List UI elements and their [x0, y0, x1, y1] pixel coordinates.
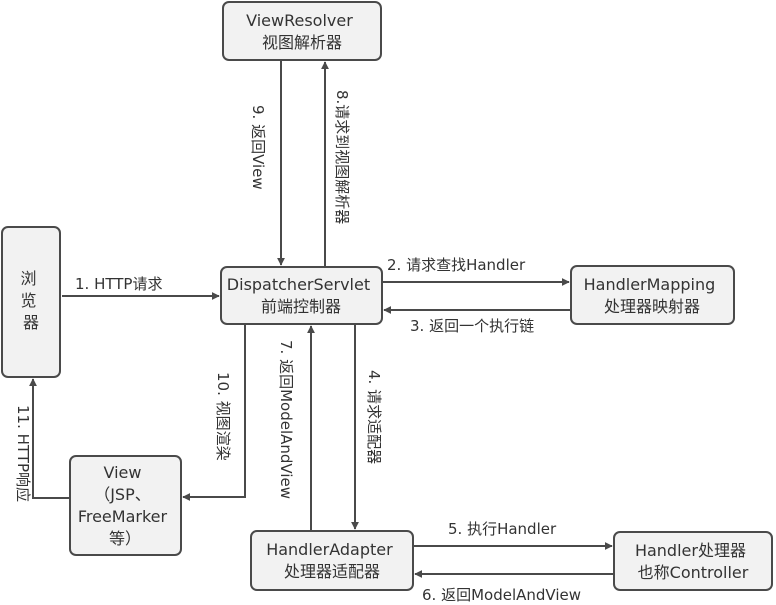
edge-3-label: 3. 返回一个执行链	[410, 317, 534, 335]
svg-text:DispatcherServlet 前端控制器: DispatcherServlet 前端控制器	[227, 275, 375, 316]
edge-9-label: 9. 返回View	[249, 105, 267, 190]
node-handler-adapter-line-1: HandlerAdapter	[266, 540, 393, 559]
node-browser-line-1: 浏	[20, 269, 36, 288]
edge-4-label: 4. 请求适配器	[365, 370, 383, 464]
node-handler: Handler处理器 也称Controller	[613, 531, 773, 591]
node-browser-line-3: 器	[23, 313, 39, 332]
node-browser-line-2: 览	[20, 291, 36, 310]
node-handler-line-2: 也称Controller	[638, 563, 749, 582]
node-dispatcher-servlet: DispatcherServlet 前端控制器	[220, 266, 383, 325]
svg-text:Handler处理器 也称Controller: Handler处理器 也称Controller	[635, 541, 751, 582]
node-handler-line-1: Handler处理器	[635, 541, 746, 560]
edge-5-label: 5. 执行Handler	[448, 520, 557, 538]
node-view-resolver-line-1: ViewResolver	[246, 11, 353, 30]
node-view-line-3: FreeMarker	[78, 507, 168, 526]
node-browser: 浏 览 器	[1, 226, 61, 378]
edge-11-line	[29, 378, 70, 499]
edge-10-line	[182, 324, 246, 501]
edge-7-label: 7. 返回ModelAndView	[277, 340, 295, 499]
edge-8-label: 8.请求到视图解析器	[333, 90, 351, 224]
node-dispatcher-line-2: 前端控制器	[261, 297, 341, 316]
svg-text:浏 览 器: 浏 览 器	[20, 269, 41, 332]
node-view-line-4: 等）	[109, 529, 141, 548]
node-handler-adapter: HandlerAdapter 处理器适配器	[250, 530, 414, 591]
node-handler-mapping: HandlerMapping 处理器映射器	[570, 265, 735, 325]
edge-6-label: 6. 返回ModelAndView	[422, 586, 581, 604]
edge-10-label: 10. 视图渲染	[214, 372, 232, 461]
svg-text:ViewResolver 视图解析器: ViewResolver 视图解析器	[246, 11, 358, 52]
node-view-resolver: ViewResolver 视图解析器	[222, 1, 382, 61]
edge-2-label: 2. 请求查找Handler	[387, 256, 526, 274]
svg-text:HandlerMapping 处理器映射器: HandlerMapping 处理器映射器	[584, 275, 721, 316]
node-view: View （JSP、 FreeMarker 等）	[69, 455, 182, 556]
node-view-line-1: View	[103, 463, 141, 482]
node-handler-mapping-line-2: 处理器映射器	[604, 297, 700, 316]
node-view-resolver-line-2: 视图解析器	[262, 33, 342, 52]
edge-11-label: 11. HTTP响应	[14, 405, 32, 502]
node-view-line-2: （JSP、	[94, 485, 151, 504]
edge-1-label: 1. HTTP请求	[75, 275, 162, 293]
node-handler-mapping-line-1: HandlerMapping	[584, 275, 716, 294]
node-dispatcher-line-1: DispatcherServlet	[227, 275, 370, 294]
svg-text:HandlerAdapter 处理器适配器: HandlerAdapter 处理器适配器	[266, 540, 398, 581]
node-handler-adapter-line-2: 处理器适配器	[284, 562, 380, 581]
svg-text:View （JSP、 FreeMar: View （JSP、 FreeMarker 等）	[78, 463, 172, 548]
